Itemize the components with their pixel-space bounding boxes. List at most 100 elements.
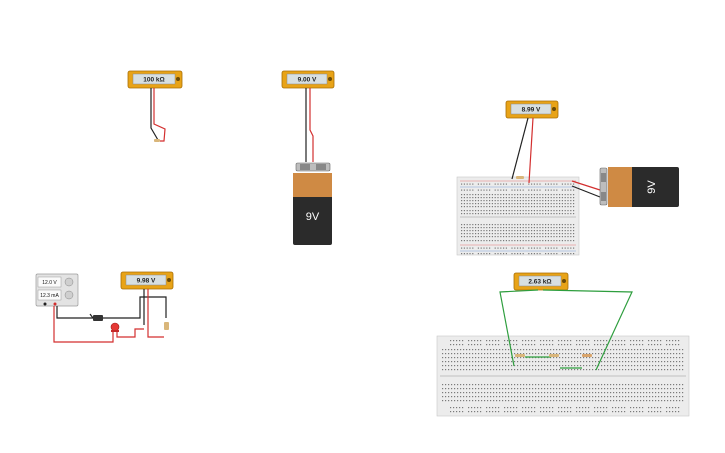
breadboard-hole[interactable] [494, 189, 496, 191]
breadboard-hole[interactable] [486, 213, 488, 215]
breadboard-hole[interactable] [607, 357, 609, 359]
breadboard-hole[interactable] [500, 203, 502, 205]
breadboard-hole[interactable] [630, 407, 632, 409]
breadboard-hole[interactable] [533, 230, 535, 232]
multimeter-1[interactable]: 100 kΩ [127, 70, 183, 89]
breadboard-hole[interactable] [652, 357, 654, 359]
breadboard-hole[interactable] [630, 411, 632, 413]
breadboard-hole[interactable] [536, 227, 538, 229]
breadboard-hole[interactable] [520, 392, 522, 394]
breadboard-hole[interactable] [442, 353, 444, 355]
breadboard-hole[interactable] [628, 388, 630, 390]
breadboard-hole[interactable] [514, 349, 516, 351]
breadboard-hole[interactable] [631, 349, 633, 351]
breadboard-hole[interactable] [553, 200, 555, 202]
breadboard-hole[interactable] [461, 203, 463, 205]
breadboard-hole[interactable] [664, 361, 666, 363]
breadboard-hole[interactable] [519, 247, 521, 249]
breadboard-hole[interactable] [547, 233, 549, 235]
breadboard-hole[interactable] [514, 240, 516, 242]
breadboard-hole[interactable] [480, 411, 482, 413]
breadboard-hole[interactable] [454, 388, 456, 390]
breadboard-hole[interactable] [497, 206, 499, 208]
breadboard-hole[interactable] [514, 365, 516, 367]
breadboard-hole[interactable] [463, 183, 465, 185]
breadboard-hole[interactable] [511, 396, 513, 398]
breadboard-hole[interactable] [457, 349, 459, 351]
breadboard-hole[interactable] [570, 224, 572, 226]
breadboard-hole[interactable] [556, 197, 558, 199]
breadboard-hole[interactable] [634, 361, 636, 363]
breadboard-hole[interactable] [472, 240, 474, 242]
breadboard-hole[interactable] [606, 344, 608, 346]
breadboard-hole[interactable] [622, 353, 624, 355]
breadboard-hole[interactable] [480, 227, 482, 229]
breadboard-hole[interactable] [570, 227, 572, 229]
breadboard-hole[interactable] [528, 224, 530, 226]
breadboard-hole[interactable] [463, 365, 465, 367]
breadboard-hole[interactable] [649, 384, 651, 386]
breadboard-hole[interactable] [670, 384, 672, 386]
breadboard-hole[interactable] [508, 206, 510, 208]
breadboard-hole[interactable] [661, 392, 663, 394]
breadboard-hole[interactable] [505, 210, 507, 212]
breadboard-hole[interactable] [472, 388, 474, 390]
breadboard-hole[interactable] [550, 213, 552, 215]
breadboard-hole[interactable] [487, 392, 489, 394]
breadboard-hole[interactable] [478, 396, 480, 398]
breadboard-hole[interactable] [636, 411, 638, 413]
breadboard-hole[interactable] [673, 369, 675, 371]
breadboard-hole[interactable] [525, 236, 527, 238]
breadboard-hole[interactable] [511, 206, 513, 208]
breadboard-hole[interactable] [513, 340, 515, 342]
breadboard-hole[interactable] [533, 197, 535, 199]
psu-terminal-positive[interactable] [53, 302, 57, 306]
breadboard-hole[interactable] [529, 365, 531, 367]
breadboard-hole[interactable] [463, 194, 465, 196]
breadboard-hole[interactable] [539, 203, 541, 205]
breadboard-hole[interactable] [588, 344, 590, 346]
breadboard-hole[interactable] [539, 240, 541, 242]
wire-red[interactable] [53, 306, 114, 343]
breadboard-hole[interactable] [547, 384, 549, 386]
breadboard-hole[interactable] [508, 349, 510, 351]
breadboard-hole[interactable] [469, 253, 471, 255]
breadboard-hole[interactable] [547, 240, 549, 242]
breadboard-hole[interactable] [541, 369, 543, 371]
breadboard-hole[interactable] [466, 200, 468, 202]
breadboard-hole[interactable] [517, 224, 519, 226]
breadboard-hole[interactable] [586, 392, 588, 394]
breadboard-hole[interactable] [574, 392, 576, 394]
breadboard-hole[interactable] [556, 213, 558, 215]
breadboard-hole[interactable] [574, 361, 576, 363]
breadboard-hole[interactable] [600, 407, 602, 409]
breadboard-hole[interactable] [508, 233, 510, 235]
breadboard-hole[interactable] [553, 388, 555, 390]
breadboard-hole[interactable] [533, 240, 535, 242]
breadboard-hole[interactable] [503, 183, 505, 185]
breadboard-hole[interactable] [525, 206, 527, 208]
breadboard-hole[interactable] [574, 353, 576, 355]
breadboard-hole[interactable] [583, 369, 585, 371]
breadboard-hole[interactable] [538, 353, 540, 355]
breadboard-hole[interactable] [550, 224, 552, 226]
breadboard-hole[interactable] [508, 203, 510, 205]
breadboard-hole[interactable] [600, 411, 602, 413]
breadboard-hole[interactable] [637, 357, 639, 359]
breadboard-hole[interactable] [667, 361, 669, 363]
breadboard-hole[interactable] [483, 197, 485, 199]
breadboard-hole[interactable] [558, 411, 560, 413]
breadboard-hole[interactable] [556, 230, 558, 232]
breadboard-hole[interactable] [545, 240, 547, 242]
breadboard-hole[interactable] [570, 194, 572, 196]
breadboard-hole[interactable] [540, 407, 542, 409]
breadboard-hole[interactable] [487, 353, 489, 355]
breadboard-hole[interactable] [604, 357, 606, 359]
breadboard-hole[interactable] [542, 194, 544, 196]
breadboard-hole[interactable] [499, 353, 501, 355]
breadboard-hole[interactable] [613, 400, 615, 402]
breadboard-hole[interactable] [616, 392, 618, 394]
breadboard-hole[interactable] [511, 224, 513, 226]
breadboard-hole[interactable] [505, 240, 507, 242]
breadboard-hole[interactable] [570, 247, 572, 249]
